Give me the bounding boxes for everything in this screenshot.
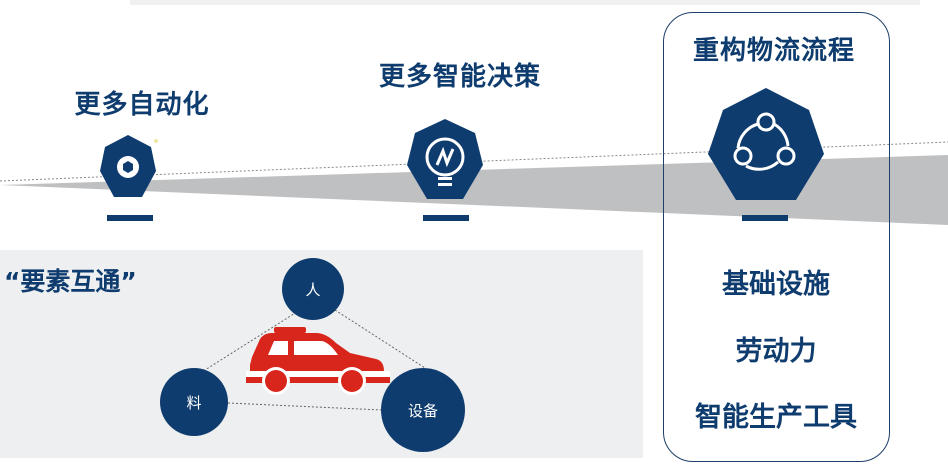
node-equipment: 设备	[381, 368, 465, 452]
stage-title-process: 重构物流流程	[692, 36, 856, 66]
stage-marker	[107, 215, 153, 221]
rebuild-item: 智能生产工具	[695, 402, 857, 433]
wedge-shape	[0, 155, 948, 225]
stage-title-decision: 更多智能决策	[378, 62, 542, 92]
top-bar	[130, 0, 920, 5]
nut-icon	[100, 135, 158, 197]
car-icon	[246, 327, 390, 395]
rebuild-item: 基础设施	[722, 269, 830, 300]
rebuild-item: 劳动力	[735, 336, 817, 367]
stage-marker	[742, 215, 788, 221]
elements-heading: “要素互通”	[4, 267, 137, 296]
connector-lines	[204, 309, 426, 411]
stage-title-automation: 更多自动化	[74, 90, 210, 120]
lightbulb-icon	[407, 119, 483, 199]
node-people: 人	[282, 258, 344, 320]
node-label: 料	[186, 393, 202, 412]
node-label: 人	[305, 280, 321, 299]
node-label: 设备	[407, 401, 438, 420]
highlight-box	[663, 12, 890, 462]
node-material: 料	[160, 368, 228, 436]
stage-marker	[423, 215, 469, 221]
cycle-icon	[708, 88, 824, 200]
